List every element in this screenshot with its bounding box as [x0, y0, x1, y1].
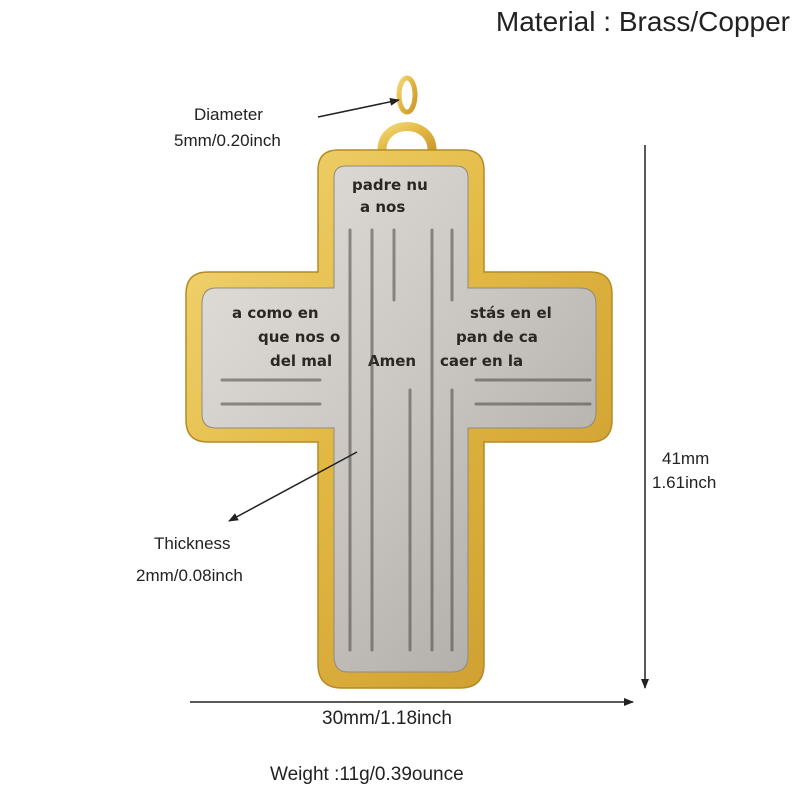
engraving-center: Amen [368, 352, 416, 370]
thickness-arrow [228, 451, 358, 522]
engraved-prayer: padre nu a nos a como en que nos o del m… [220, 176, 592, 652]
engraving-right-row1: stás en el [470, 304, 552, 322]
height-mm-label: 41mm [662, 449, 710, 468]
engraving-top-row: padre nu [352, 176, 428, 194]
thickness-value: 2mm/0.08inch [136, 566, 243, 585]
bail-ring [396, 75, 418, 115]
engraving-right-row3: caer en la [440, 352, 523, 370]
diameter-value: 5mm/0.20inch [174, 131, 281, 150]
engraving-left-row3: del mal [270, 352, 332, 370]
weight-label: Weight :11g/0.39ounce [270, 764, 464, 785]
height-inch-label: 1.61inch [652, 473, 717, 492]
material-label: Material : Brass/Copper [495, 6, 790, 37]
engraving-left-row1: a como en [232, 304, 319, 322]
bail-loop [377, 122, 437, 153]
diameter-label: Diameter [194, 105, 263, 124]
thickness-label: Thickness [154, 534, 231, 553]
cross-engraved-panel [201, 165, 597, 673]
width-label: 30mm/1.18inch [322, 708, 452, 729]
engraving-right-row2: pan de ca [456, 328, 538, 346]
diameter-arrow [317, 97, 400, 118]
engraving-left-row2: que nos o [258, 328, 340, 346]
engraving-top-row2: a nos [360, 198, 405, 216]
